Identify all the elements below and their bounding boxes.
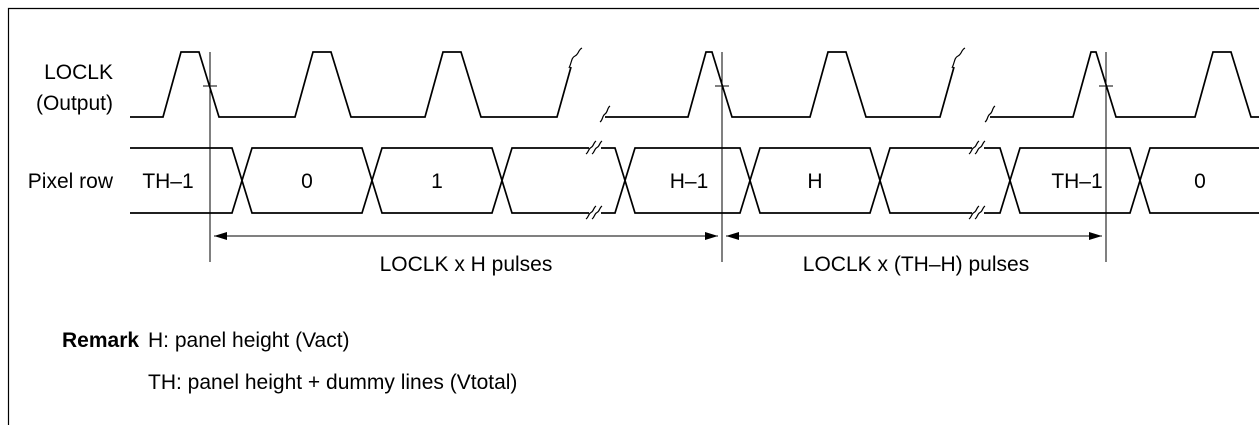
waveform-break-mark	[568, 47, 583, 69]
waveform-break-mark	[951, 47, 966, 69]
arrowhead-left	[214, 232, 227, 240]
span-arrow-th-minus-h: LOCLK x (TH–H) pulses	[726, 232, 1102, 276]
pixel-row-cell-continued	[879, 147, 1011, 214]
remark-block: Remark H: panel height (Vact) TH: panel …	[62, 329, 517, 394]
pixel-row-cell	[1139, 147, 1259, 214]
pixel-row-cell-continued	[501, 147, 626, 214]
pixel-row-cell-label: TH–1	[142, 170, 193, 193]
timing-reference-markers	[203, 52, 1113, 262]
bus-break-mark	[968, 140, 986, 155]
span-arrow-h: LOCLK x H pulses	[214, 232, 718, 276]
pixel-row-cell-label: H	[807, 170, 822, 193]
bus-break-mark	[585, 140, 603, 155]
pixel-row-cell-label: H–1	[670, 170, 709, 193]
pixel-row-bus: TH–1 0 1 H–1 H TH–1 0	[130, 140, 1259, 220]
bus-break-mark	[968, 205, 986, 220]
arrowhead-right	[1089, 232, 1102, 240]
span-label: LOCLK x H pulses	[380, 253, 553, 276]
remark-line: H: panel height (Vact)	[148, 329, 350, 352]
remark-heading: Remark	[62, 329, 139, 352]
pixel-row-cell-label: 0	[1194, 170, 1206, 193]
figure-frame	[7, 7, 1259, 425]
pixel-row-cell-label: 0	[301, 170, 313, 193]
pixel-row-cell-label: 1	[431, 170, 443, 193]
loclk-waveform-segment	[605, 51, 955, 118]
loclk-waveform-segment	[990, 51, 1259, 118]
pixel-row-signal-label: Pixel row	[28, 170, 114, 193]
arrowhead-left	[726, 232, 739, 240]
remark-line: TH: panel height + dummy lines (Vtotal)	[148, 371, 517, 394]
loclk-waveform	[130, 47, 1259, 123]
bus-break-mark	[585, 205, 603, 220]
loclk-signal-label: LOCLK	[44, 61, 113, 84]
waveform-break-mark	[599, 105, 611, 123]
arrowhead-right	[705, 232, 718, 240]
waveform-break-mark	[984, 105, 996, 123]
loclk-direction-label: (Output)	[36, 92, 113, 115]
pixel-row-cell-label: TH–1	[1051, 170, 1102, 193]
span-label: LOCLK x (TH–H) pulses	[803, 253, 1029, 276]
loclk-waveform-segment	[130, 51, 572, 118]
